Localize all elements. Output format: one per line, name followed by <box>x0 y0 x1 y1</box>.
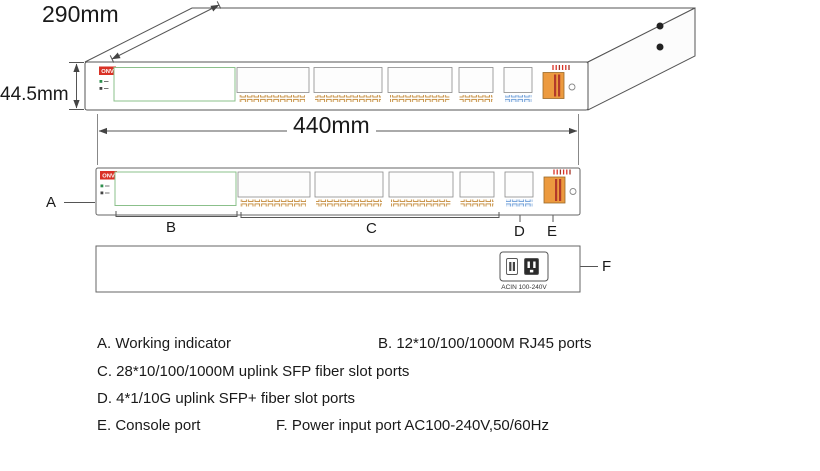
callout-b: B <box>166 219 177 236</box>
width-dimension-label: 440mm <box>287 113 376 137</box>
callout-a: A <box>46 194 57 211</box>
callout-d: D <box>514 223 525 240</box>
power-socket-icon <box>524 258 539 275</box>
legend-item-f: F. Power input port AC100-240V,50/60Hz <box>276 417 549 434</box>
iso-view <box>84 7 696 111</box>
callout-bracket-b <box>115 211 238 217</box>
callout-c: C <box>366 220 377 237</box>
depth-dimension-line <box>109 1 222 63</box>
front-view <box>95 167 581 216</box>
power-inlet-label: ACIN 100-240V <box>501 284 547 291</box>
callout-f: F <box>602 258 612 275</box>
power-switch-icon <box>506 258 518 275</box>
legend-item-a: A. Working indicator <box>97 335 231 352</box>
power-inlet <box>499 251 549 282</box>
screw-hole <box>656 43 664 51</box>
callout-e: E <box>547 223 558 240</box>
legend-item-b: B. 12*10/100/1000M RJ45 ports <box>378 335 592 352</box>
callout-bracket-c <box>240 212 500 218</box>
legend-item-d: D. 4*1/10G uplink SFP+ fiber slot ports <box>97 390 356 407</box>
screw-hole <box>656 22 664 30</box>
rear-view-outline <box>95 245 581 293</box>
height-dimension-line <box>69 62 84 110</box>
depth-dimension-label: 290mm <box>42 1 119 27</box>
legend-item-e: E. Console port <box>97 417 201 434</box>
height-dimension-label: 44.5mm <box>0 84 69 105</box>
rear-view: ACIN 100-240V <box>95 245 581 293</box>
legend-item-c: C. 28*10/100/1000M uplink SFP fiber slot… <box>97 363 410 380</box>
